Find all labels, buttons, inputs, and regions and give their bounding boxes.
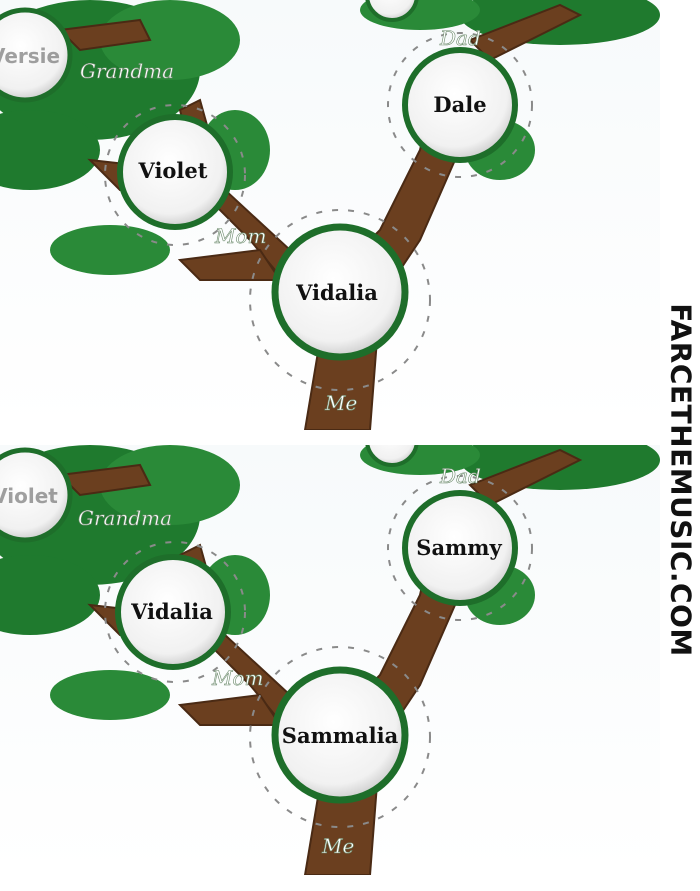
grandma-circle-label: Violet bbox=[0, 484, 58, 508]
dad-script-label: Dad bbox=[439, 26, 481, 50]
swirl-border bbox=[104, 475, 533, 828]
top-partial-node bbox=[365, 445, 419, 467]
mom-circle-label: Vidalia bbox=[130, 599, 213, 624]
panel-divider bbox=[0, 430, 660, 445]
dad-node: Dale bbox=[402, 47, 518, 163]
me-circle-label: Sammalia bbox=[282, 723, 399, 748]
mom-script-label: Mom bbox=[214, 224, 266, 248]
dad-node: Sammy bbox=[402, 490, 518, 606]
tree-illustration-top: Versie Violet Dale Vidalia Grandma Mom D… bbox=[0, 0, 660, 430]
me-circle-label: Vidalia bbox=[295, 280, 378, 305]
dad-circle-label: Dale bbox=[433, 92, 486, 117]
grandma-circle-label: Versie bbox=[0, 44, 60, 68]
tree-illustration-bottom: Violet Vidalia Sammy Sammalia Grandma Mo… bbox=[0, 445, 660, 875]
grandma-script-label: Grandma bbox=[80, 59, 174, 83]
tree-panel-bottom: Violet Vidalia Sammy Sammalia Grandma Mo… bbox=[0, 445, 660, 875]
me-script-label: Me bbox=[324, 391, 357, 415]
mom-script-label: Mom bbox=[211, 666, 263, 690]
top-partial-node bbox=[365, 0, 419, 22]
mom-circle-label: Violet bbox=[138, 158, 208, 183]
me-node: Sammalia bbox=[271, 666, 409, 804]
watermark: FARCETHEMUSIC.COM bbox=[662, 0, 700, 891]
dad-circle-label: Sammy bbox=[416, 535, 502, 560]
grandma-node: Violet bbox=[0, 447, 73, 543]
mom-node: Vidalia bbox=[115, 554, 231, 670]
dad-script-label: Dad bbox=[439, 464, 481, 488]
watermark-text: FARCETHEMUSIC.COM bbox=[664, 303, 698, 657]
swirl-border bbox=[104, 32, 533, 391]
tree-panel-top: Versie Violet Dale Vidalia Grandma Mom D… bbox=[0, 0, 660, 430]
grandma-script-label: Grandma bbox=[78, 506, 172, 530]
me-script-label: Me bbox=[321, 834, 354, 858]
grandma-node: Versie bbox=[0, 7, 73, 103]
me-node: Vidalia bbox=[271, 223, 409, 361]
mom-node: Violet bbox=[117, 114, 233, 230]
